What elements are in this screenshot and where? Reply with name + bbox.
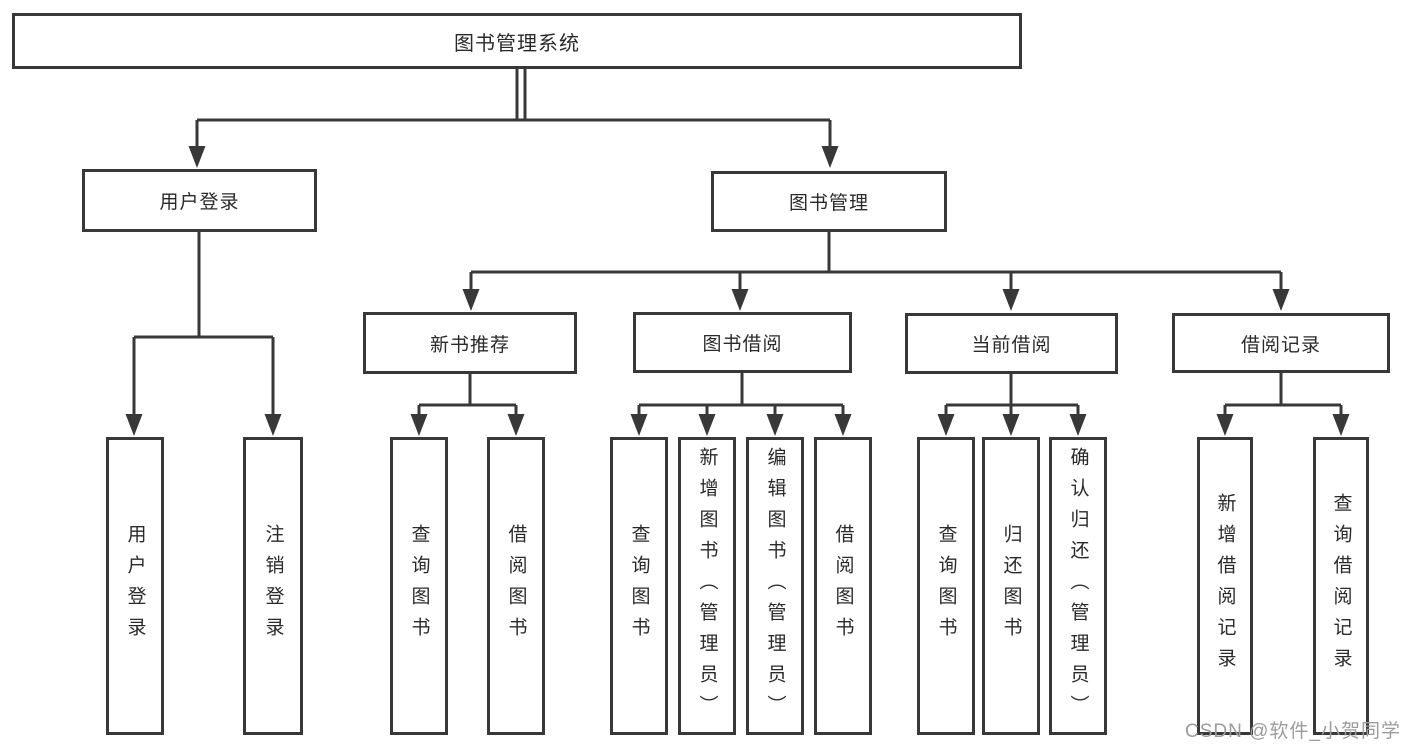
leaf-logout: 注销登录 (243, 437, 303, 735)
leaf-borrow-books-recommend-label: 借阅图书 (505, 524, 527, 648)
leaf-query-books-borrowing: 查询图书 (610, 437, 668, 735)
node-borrow-records: 借阅记录 (1172, 313, 1390, 373)
leaf-borrow-books-borrowing-label: 借阅图书 (832, 524, 854, 648)
leaf-query-books-current: 查询图书 (917, 437, 975, 735)
leaf-query-books-current-label: 查询图书 (935, 524, 957, 648)
leaf-confirm-return-admin-label: 确认归还（管理员） (1067, 446, 1089, 726)
leaf-add-book-admin: 新增图书（管理员） (678, 437, 736, 735)
node-new-book-recommend: 新书推荐 (363, 312, 577, 374)
leaf-return-books: 归还图书 (982, 437, 1040, 735)
node-book-management: 图书管理 (711, 171, 947, 232)
node-library-management-system: 图书管理系统 (12, 13, 1022, 69)
leaf-query-books-recommend-label: 查询图书 (408, 524, 430, 648)
node-user-login: 用户登录 (82, 169, 317, 232)
leaf-query-books-recommend: 查询图书 (390, 437, 448, 735)
leaf-edit-book-admin-label: 编辑图书（管理员） (764, 446, 786, 726)
leaf-edit-book-admin: 编辑图书（管理员） (746, 437, 804, 735)
leaf-borrow-books-borrowing: 借阅图书 (814, 437, 872, 735)
leaf-user-login: 用户登录 (106, 437, 164, 735)
leaf-query-books-borrowing-label: 查询图书 (628, 524, 650, 648)
leaf-add-borrow-record: 新增借阅记录 (1197, 437, 1253, 735)
leaf-logout-label: 注销登录 (262, 524, 284, 648)
leaf-add-book-admin-label: 新增图书（管理员） (696, 446, 718, 726)
leaf-user-login-label: 用户登录 (124, 524, 146, 648)
leaf-return-books-label: 归还图书 (1000, 524, 1022, 648)
leaf-confirm-return-admin: 确认归还（管理员） (1049, 437, 1107, 735)
node-book-borrowing: 图书借阅 (633, 312, 852, 373)
node-current-borrowing: 当前借阅 (905, 313, 1118, 374)
leaf-query-borrow-record: 查询借阅记录 (1313, 437, 1369, 735)
leaf-borrow-books-recommend: 借阅图书 (487, 437, 545, 735)
leaf-query-borrow-record-label: 查询借阅记录 (1330, 493, 1352, 679)
leaf-add-borrow-record-label: 新增借阅记录 (1214, 493, 1236, 679)
